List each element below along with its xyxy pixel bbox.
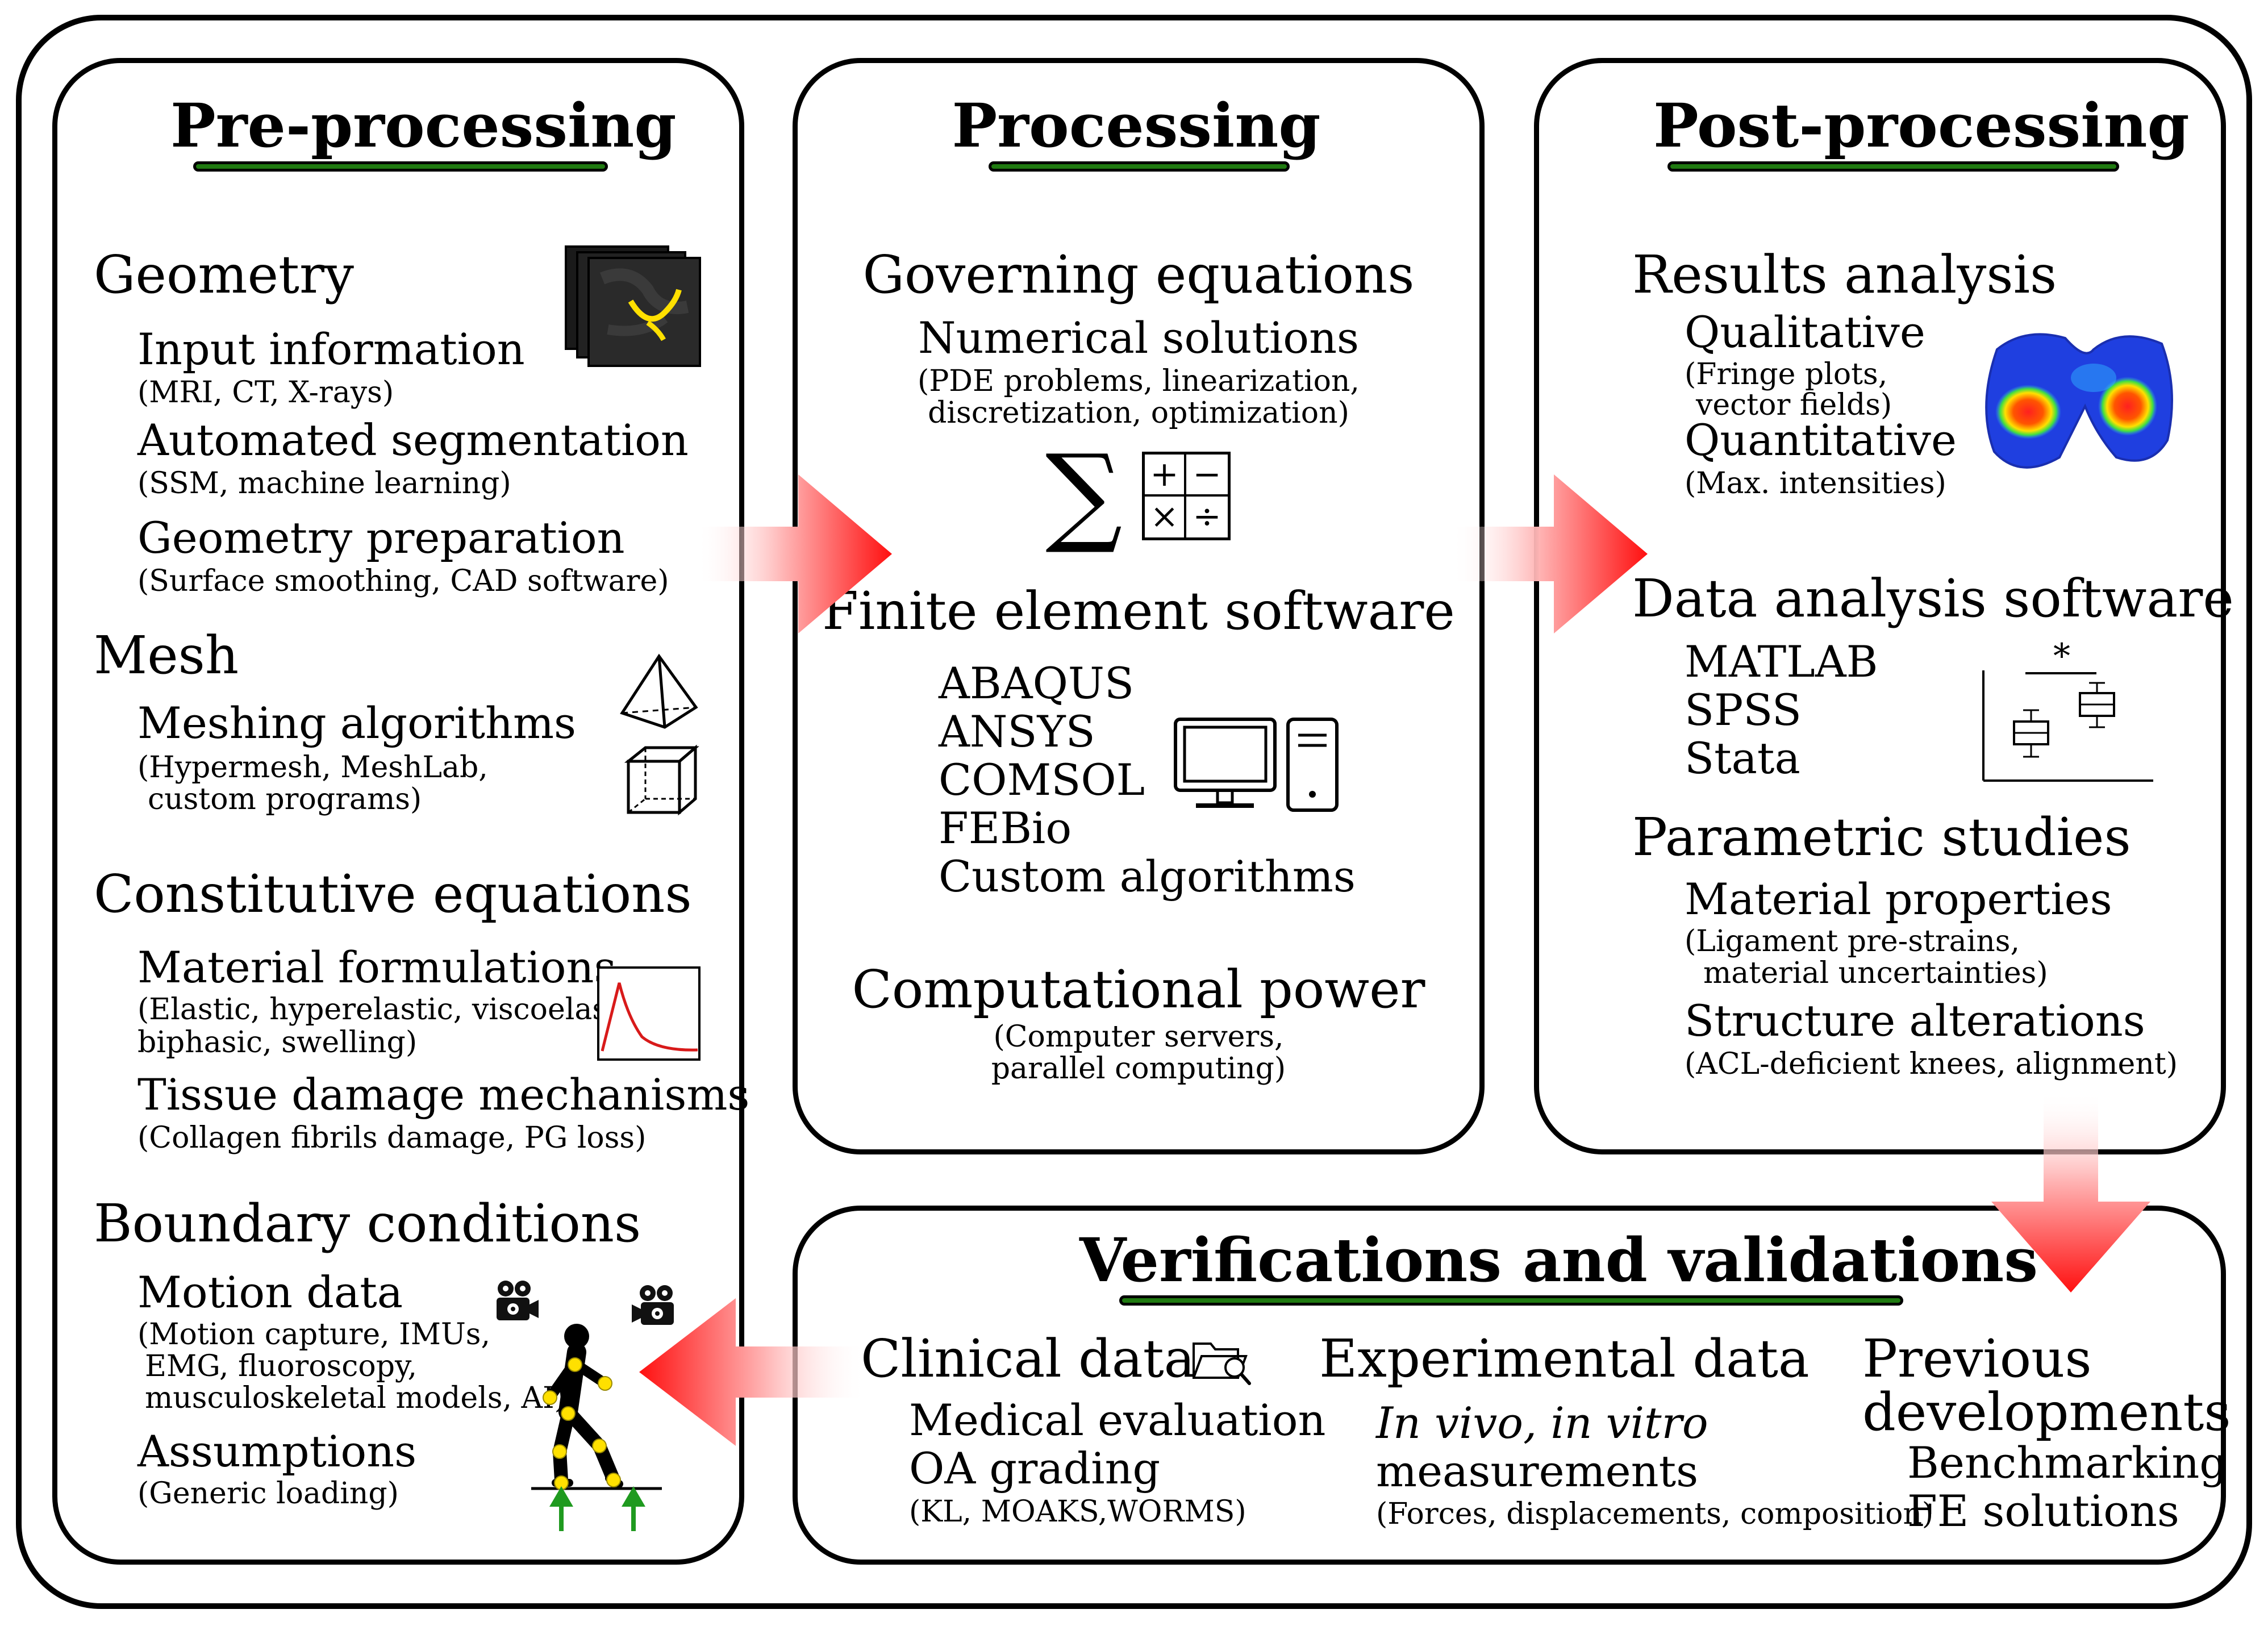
in-vivo-in-vitro-label: In vivo, in vitro — [1376, 1398, 1708, 1448]
medical-evaluation-label: Medical evaluation — [909, 1395, 1326, 1445]
material-formulations-note-1: (Elastic, hyperelastic, viscoelastic, — [137, 993, 655, 1027]
experimental-data-heading: Experimental data — [1319, 1328, 1810, 1389]
motion-data-note-3: musculoskeletal models, AI) — [145, 1381, 566, 1415]
motion-data-title: Motion data — [137, 1267, 403, 1318]
arrow-post-to-verification — [1991, 1091, 2150, 1293]
folder-search-icon — [1193, 1343, 1251, 1385]
previous-developments-heading-1: Previous — [1862, 1328, 2092, 1389]
assumptions-note: (Generic loading) — [137, 1477, 399, 1511]
mri-stack-icon — [565, 245, 701, 367]
numerical-solutions-title: Numerical solutions — [918, 312, 1360, 363]
numerical-solutions-note-2: discretization, optimization) — [928, 396, 1349, 430]
meshing-algorithms-title: Meshing algorithms — [137, 698, 577, 748]
segmentation-title: Automated segmentation — [137, 415, 689, 465]
arrow-pre-to-processing — [696, 474, 892, 633]
constitutive-heading: Constitutive equations — [94, 864, 692, 924]
pre-processing-underline — [193, 161, 608, 172]
verification-title: Verifications and validations — [1079, 1224, 2038, 1295]
arrow-verification-to-pre — [639, 1298, 866, 1446]
structure-alterations-title: Structure alterations — [1685, 995, 2145, 1046]
minus-symbol: − — [1186, 455, 1228, 497]
motion-data-note-2: EMG, fluoroscopy, — [145, 1349, 417, 1383]
numerical-solutions-note-1: (PDE problems, linearization, — [918, 364, 1360, 398]
arrow-processing-to-post — [1452, 474, 1648, 633]
processing-underline — [989, 161, 1290, 172]
mesh-heading: Mesh — [94, 625, 239, 686]
motion-data-note-1: (Motion capture, IMUs, — [137, 1318, 491, 1352]
segmentation-note: (SSM, machine learning) — [137, 466, 511, 501]
significance-star: * — [2053, 636, 2070, 676]
previous-developments-heading-2: developments — [1862, 1382, 2231, 1442]
qualitative-title: Qualitative — [1685, 307, 1925, 357]
structure-alterations-note: (ACL-deficient knees, alignment) — [1685, 1047, 2178, 1081]
tissue-damage-note: (Collagen fibrils damage, PG loss) — [137, 1121, 647, 1155]
processing-title: Processing — [952, 90, 1321, 161]
fe-software-ansys: ANSYS — [939, 706, 1095, 757]
walking-figure-icon — [531, 1324, 662, 1531]
clinical-data-heading: Clinical data — [861, 1328, 1195, 1389]
geometry-preparation-note: (Surface smoothing, CAD software) — [137, 564, 669, 598]
data-software-spss: SPSS — [1685, 685, 1802, 735]
sigma-symbol: ∑ — [1045, 431, 1123, 557]
fe-software-abaqus: ABAQUS — [939, 658, 1135, 708]
experimental-data-note: (Forces, displacements, composition) — [1376, 1497, 1934, 1531]
clinical-data-note: (KL, MOAKS,WORMS) — [909, 1495, 1246, 1529]
cube-mesh-icon — [624, 744, 699, 816]
pre-processing-title: Pre-processing — [170, 90, 677, 161]
arithmetic-operators-icon: + − × ÷ — [1142, 452, 1231, 540]
computational-power-note-2: parallel computing) — [991, 1052, 1286, 1086]
verification-underline — [1119, 1295, 1903, 1306]
data-software-matlab: MATLAB — [1685, 636, 1878, 687]
data-analysis-heading: Data analysis software — [1632, 568, 2234, 629]
computational-power-note-1: (Computer servers, — [993, 1020, 1284, 1054]
material-properties-note-1: (Ligament pre-strains, — [1685, 924, 2020, 958]
assumptions-title: Assumptions — [137, 1426, 417, 1477]
geometry-preparation-title: Geometry preparation — [137, 512, 625, 563]
qualitative-note-1: (Fringe plots, — [1685, 357, 1888, 391]
plus-symbol: + — [1145, 455, 1186, 497]
material-properties-title: Material properties — [1685, 874, 2112, 924]
material-formulations-title: Material formulations — [137, 942, 616, 993]
camera-icon-right — [632, 1285, 674, 1325]
qualitative-note-2: vector fields) — [1696, 388, 1892, 422]
input-information-note: (MRI, CT, X-rays) — [137, 376, 394, 410]
post-processing-panel — [1534, 58, 2226, 1154]
oa-grading-label: OA grading — [909, 1443, 1161, 1494]
pyramid-mesh-icon — [620, 653, 698, 729]
material-properties-note-2: material uncertainties) — [1703, 956, 2048, 990]
governing-equations-heading: Governing equations — [862, 244, 1415, 305]
input-information-title: Input information — [137, 324, 525, 374]
post-processing-underline — [1667, 161, 2119, 172]
results-analysis-heading: Results analysis — [1632, 244, 2057, 305]
processing-panel — [793, 58, 1485, 1154]
meshing-algorithms-note-1: (Hypermesh, MeshLab, — [137, 751, 488, 785]
quantitative-note: (Max. intensities) — [1685, 466, 1946, 501]
boundary-conditions-heading: Boundary conditions — [94, 1193, 641, 1254]
boxplot-icon — [1982, 670, 2153, 782]
relaxation-curve-icon — [597, 966, 701, 1061]
quantitative-title: Quantitative — [1685, 415, 1957, 465]
fe-solutions-label: FE solutions — [1907, 1486, 2179, 1536]
fe-software-custom: Custom algorithms — [939, 851, 1356, 902]
times-symbol: × — [1145, 497, 1186, 537]
geometry-heading: Geometry — [94, 244, 354, 305]
meshing-algorithms-note-2: custom programs) — [148, 782, 422, 816]
divide-symbol: ÷ — [1193, 497, 1221, 536]
benchmarking-label: Benchmarking — [1907, 1437, 2227, 1488]
fe-software-heading: Finite element software — [822, 581, 1455, 641]
material-formulations-note-2: biphasic, swelling) — [137, 1025, 418, 1060]
camera-icon-left — [497, 1281, 539, 1320]
fe-software-comsol: COMSOL — [939, 754, 1145, 805]
tissue-damage-title: Tissue damage mechanisms — [137, 1069, 750, 1120]
fe-software-febio: FEBio — [939, 803, 1072, 853]
computer-icon — [1174, 718, 1339, 812]
computational-power-heading: Computational power — [852, 959, 1425, 1020]
data-software-stata: Stata — [1685, 733, 1800, 783]
parametric-studies-heading: Parametric studies — [1632, 807, 2131, 868]
post-processing-title: Post-processing — [1653, 90, 2190, 161]
fringe-plot-image — [1985, 333, 2173, 469]
measurements-label: measurements — [1376, 1446, 1699, 1496]
